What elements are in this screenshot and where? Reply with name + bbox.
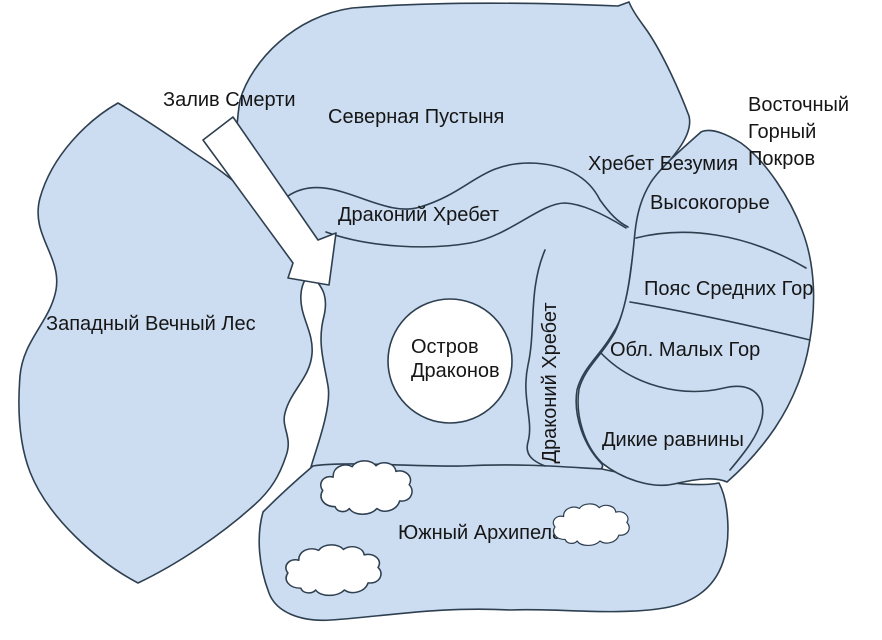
- label-madness-ridge: Хребет Безумия: [588, 153, 738, 175]
- label-dragon-ridge-vertical: Драконий Хребет: [539, 302, 561, 463]
- label-highlands: Высокогорье: [650, 192, 770, 214]
- cloud-icon: [320, 460, 413, 515]
- label-eastern-cover-line3: Покров: [748, 148, 815, 170]
- gulf-of-death-arrow: [202, 116, 337, 286]
- dragon-ridge-south-line: [325, 202, 627, 248]
- dragon-island-circle: [387, 298, 513, 424]
- label-dragon-island-line1: Остров: [411, 336, 479, 358]
- label-bay-of-death: Залив Смерти: [163, 89, 296, 111]
- label-western-forest: Западный Вечный Лес: [46, 313, 256, 335]
- label-dragon-island-line2: Драконов: [411, 360, 500, 382]
- label-middle-mountains: Пояс Средних Гор: [644, 278, 813, 300]
- dragon-ridge-north-line: [287, 162, 629, 228]
- dragon-ridge-vertical-line: [525, 249, 546, 467]
- cloud-icon: [285, 544, 382, 597]
- northern-desert-landmass: [235, 1, 691, 474]
- label-wild-plains: Дикие равнины: [602, 429, 744, 451]
- label-southern-archipelago: Южный Архипелаг: [398, 522, 571, 544]
- label-eastern-cover-line2: Горный: [748, 121, 816, 143]
- label-eastern-cover-line1: Восточный: [748, 94, 849, 116]
- middle-mountains-divider-line: [629, 301, 811, 341]
- small-mountains-divider-line: [599, 351, 764, 471]
- label-northern-desert: Северная Пустыня: [328, 106, 504, 128]
- cloud-group: [285, 460, 630, 597]
- label-small-mountains: Обл. Малых Гор: [610, 339, 760, 361]
- eastern-highlands-landmass: [577, 129, 815, 487]
- highlands-divider-line: [635, 231, 807, 269]
- label-dragon-ridge-north: Драконий Хребет: [338, 204, 499, 226]
- cloud-icon: [552, 503, 630, 547]
